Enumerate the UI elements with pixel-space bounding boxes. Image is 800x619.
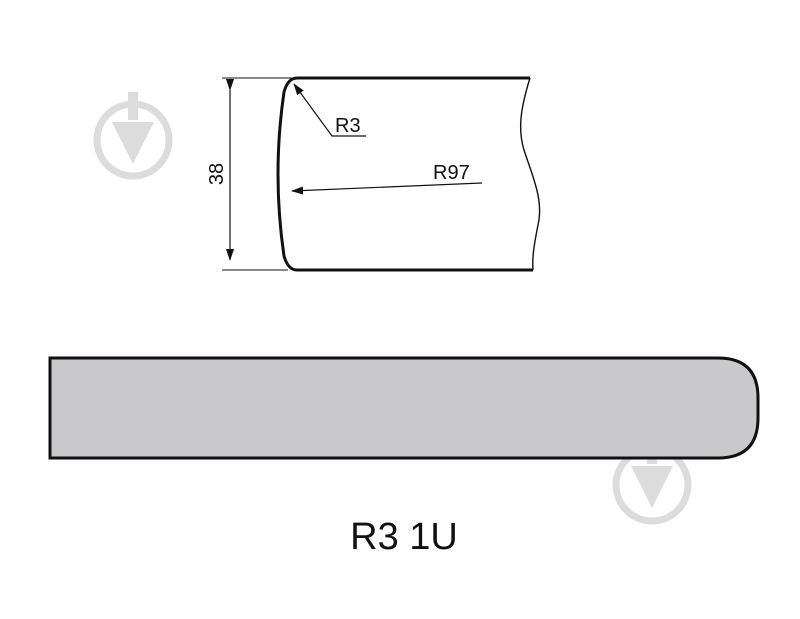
edge-profile-section: 38 R3 R97 — [206, 76, 541, 272]
download-arrow-icon — [93, 92, 173, 180]
edge-radius-label: R97 — [433, 162, 470, 184]
profile-outline — [276, 76, 533, 272]
break-line — [519, 77, 541, 271]
worktop-panel — [48, 356, 760, 460]
profile-caption: R3 1U — [350, 516, 458, 558]
edge-radius-leader — [291, 182, 483, 195]
corner-radius-leader — [293, 83, 366, 137]
corner-radius-label: R3 — [335, 115, 361, 137]
height-label: 38 — [206, 163, 228, 185]
